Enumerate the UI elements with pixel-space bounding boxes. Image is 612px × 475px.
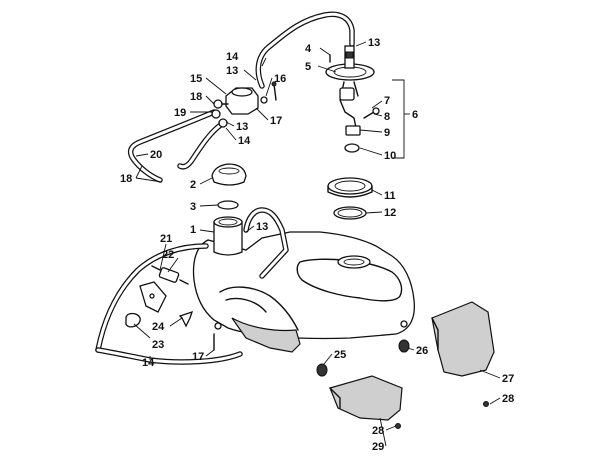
fuel-gauge-sender xyxy=(325,45,380,153)
callout-17-tank: 17 xyxy=(192,351,204,363)
heat-shield-right xyxy=(431,301,495,377)
callout-3: 3 xyxy=(190,201,196,213)
callout-18-hose: 18 xyxy=(120,173,132,185)
callout-24: 24 xyxy=(152,321,165,333)
callout-28-right: 28 xyxy=(502,393,514,405)
callout-28-lower: 28 xyxy=(372,425,384,437)
callout-7: 7 xyxy=(384,95,390,107)
shield-screw-lower xyxy=(395,423,401,429)
filler-o-ring xyxy=(217,200,239,210)
fuel-tank xyxy=(192,216,416,353)
callout-1: 1 xyxy=(190,224,196,236)
rollover-valve xyxy=(151,265,189,285)
callout-25: 25 xyxy=(334,349,346,361)
callout-20: 20 xyxy=(150,149,162,161)
vent-hose-neck xyxy=(243,207,289,279)
callout-5: 5 xyxy=(305,61,311,73)
callout-22: 22 xyxy=(162,249,174,261)
vent-hose-left xyxy=(95,243,243,365)
pump-screw xyxy=(271,81,277,101)
tank-gasket xyxy=(333,206,367,220)
filler-cap xyxy=(211,163,247,186)
callout-29: 29 xyxy=(372,441,384,453)
callout-12: 12 xyxy=(384,207,396,219)
callout-27: 27 xyxy=(502,373,514,385)
callout-15: 15 xyxy=(190,73,202,85)
assembly-bracket xyxy=(392,79,410,159)
callout-26: 26 xyxy=(416,345,428,357)
shield-screw-right xyxy=(483,401,489,407)
vent-hose-upper xyxy=(255,11,355,89)
callout-11: 11 xyxy=(384,190,396,202)
callout-14-left: 14 xyxy=(238,135,251,147)
callout-14-top: 14 xyxy=(226,51,239,63)
callout-21: 21 xyxy=(160,233,172,245)
hose-clamp xyxy=(125,312,141,328)
fuel-pump xyxy=(213,87,268,115)
callout-13-pump: 13 xyxy=(226,65,238,77)
callout-8: 8 xyxy=(384,111,390,123)
callout-14-bottom: 14 xyxy=(142,357,155,369)
leader-lines xyxy=(133,41,501,447)
callout-9: 9 xyxy=(384,127,390,139)
pump-hose-left xyxy=(127,109,228,183)
callout-16: 16 xyxy=(274,73,286,85)
callout-23: 23 xyxy=(152,339,164,351)
grommet-front xyxy=(316,363,328,377)
callout-17-pump: 17 xyxy=(270,115,282,127)
callout-6: 6 xyxy=(412,109,418,121)
callout-4: 4 xyxy=(305,43,312,55)
callout-18-pump: 18 xyxy=(190,91,202,103)
tank-screw xyxy=(178,310,194,328)
lock-ring xyxy=(327,177,373,198)
callout-2: 2 xyxy=(190,179,196,191)
callout-10: 10 xyxy=(384,150,396,162)
callout-13-neck: 13 xyxy=(256,221,268,233)
callout-19: 19 xyxy=(174,107,186,119)
grommet-rear xyxy=(398,339,410,353)
valve-bracket xyxy=(139,281,167,313)
callout-13-top: 13 xyxy=(368,37,380,49)
heat-shield-lower xyxy=(329,375,403,421)
callout-13-left: 13 xyxy=(236,121,248,133)
